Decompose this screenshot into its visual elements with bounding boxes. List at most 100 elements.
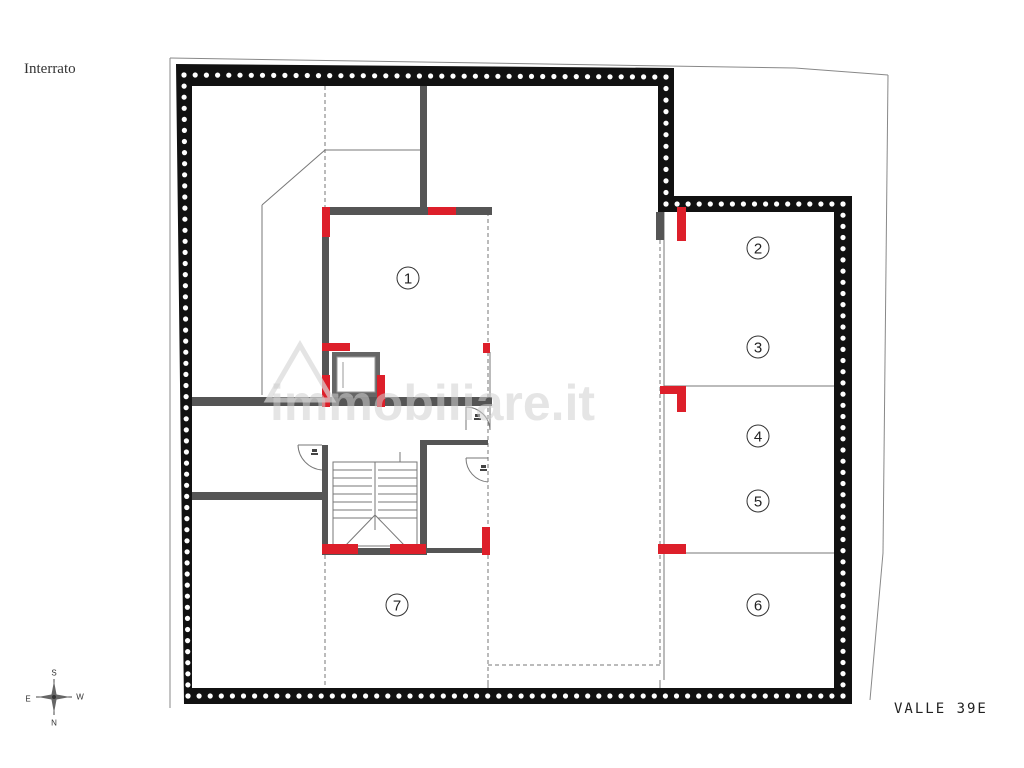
wall-dot [718, 201, 724, 207]
wall-dot [663, 109, 669, 115]
wall-dot [296, 693, 302, 699]
wall-dot [185, 671, 191, 677]
wall-dot [773, 693, 780, 699]
wall-dot [840, 346, 846, 352]
svg-text:7: 7 [393, 598, 401, 615]
wall-dot [663, 166, 669, 172]
wall-dot [183, 416, 189, 422]
wall-dot [182, 283, 188, 289]
wall-dot [329, 693, 335, 699]
wall-dot [840, 570, 846, 576]
wall-dot [183, 327, 189, 333]
wall-dot [372, 73, 378, 79]
wall-dot [183, 449, 189, 455]
wall-dot [203, 72, 209, 78]
wall-dot [829, 693, 835, 699]
wall-dot [218, 693, 224, 699]
wall-dot [182, 194, 188, 200]
wall-dot [641, 74, 647, 80]
wall-dot [184, 471, 190, 477]
wall-dot [607, 74, 613, 80]
wall-dot [840, 290, 846, 297]
wall-dot [183, 382, 189, 389]
wall-dot [182, 172, 188, 178]
wall-dot [840, 603, 846, 610]
wall-dot [840, 402, 846, 408]
wall-dot [360, 73, 366, 79]
door-swings [297, 406, 491, 483]
wall-dot [818, 693, 824, 699]
wall-dot [574, 693, 580, 699]
wall-dot [351, 693, 358, 699]
wall-dot [485, 693, 491, 699]
wall-dot [183, 371, 189, 377]
wall-dot [439, 73, 445, 79]
interior-lines [261, 149, 834, 688]
room-label: 5 [746, 489, 770, 513]
wall-dot [181, 138, 187, 145]
wall-dot [383, 73, 389, 79]
wall-dot [304, 72, 310, 79]
wall-dot [196, 693, 202, 699]
wall-dot [271, 72, 277, 78]
wall-dot [182, 216, 188, 222]
wall-dot [274, 693, 280, 699]
wall-dot [181, 83, 187, 89]
wall-dot [416, 73, 422, 79]
room-label: 1 [396, 266, 420, 290]
room-labels: 1 2 3 4 5 6 7 [385, 236, 770, 617]
wall-dot [185, 682, 191, 688]
svg-text:3: 3 [754, 340, 762, 357]
wall-dot [618, 74, 624, 80]
wall-dot [182, 205, 188, 211]
wall-dot [663, 74, 669, 80]
wall-dot [840, 469, 846, 475]
wall-dot [629, 693, 635, 699]
wall-dot [248, 72, 254, 78]
wall-dot [240, 693, 247, 699]
wall-dot [840, 592, 846, 599]
wall-dot [840, 380, 846, 386]
wall-dot [840, 659, 846, 666]
wall-dot [349, 73, 355, 79]
wall-dot [718, 693, 724, 699]
wall-dot [562, 74, 568, 80]
wall-dot [396, 693, 402, 699]
wall-dot [185, 638, 191, 644]
fire-extinguisher-icons [311, 414, 487, 471]
room-label: 4 [746, 424, 770, 448]
wall-dot [183, 405, 189, 411]
wall-dot [293, 72, 299, 79]
compass-rose: S N E W [25, 669, 84, 728]
wall-dot [774, 201, 780, 207]
wall-dot [685, 201, 691, 207]
wall-dot [182, 305, 189, 311]
wall-dot [184, 516, 190, 522]
wall-dot [484, 73, 490, 79]
wall-dot [729, 201, 736, 207]
wall-dot [551, 693, 558, 699]
wall-dot [338, 73, 344, 79]
wall-dot [181, 127, 187, 133]
wall-dot [363, 693, 369, 699]
wall-dot [840, 302, 846, 308]
wall-dot [840, 536, 846, 543]
wall-dot [451, 693, 457, 699]
compass-north-label: N [51, 719, 57, 728]
wall-dot [185, 649, 191, 655]
watermark: immobiliare.it [263, 340, 595, 431]
wall-dot [840, 279, 846, 285]
wall-dot [796, 693, 802, 699]
wall-dot [315, 73, 322, 79]
wall-dot [184, 571, 190, 577]
wall-dot [440, 693, 446, 699]
wall-dot [183, 394, 189, 400]
wall-dot [327, 73, 333, 79]
wall-dot [185, 693, 191, 699]
wall-dot [807, 201, 813, 207]
wall-dot [840, 257, 846, 263]
wall-dot [840, 324, 846, 330]
wall-dot [840, 212, 846, 218]
wall-dot [840, 391, 846, 397]
